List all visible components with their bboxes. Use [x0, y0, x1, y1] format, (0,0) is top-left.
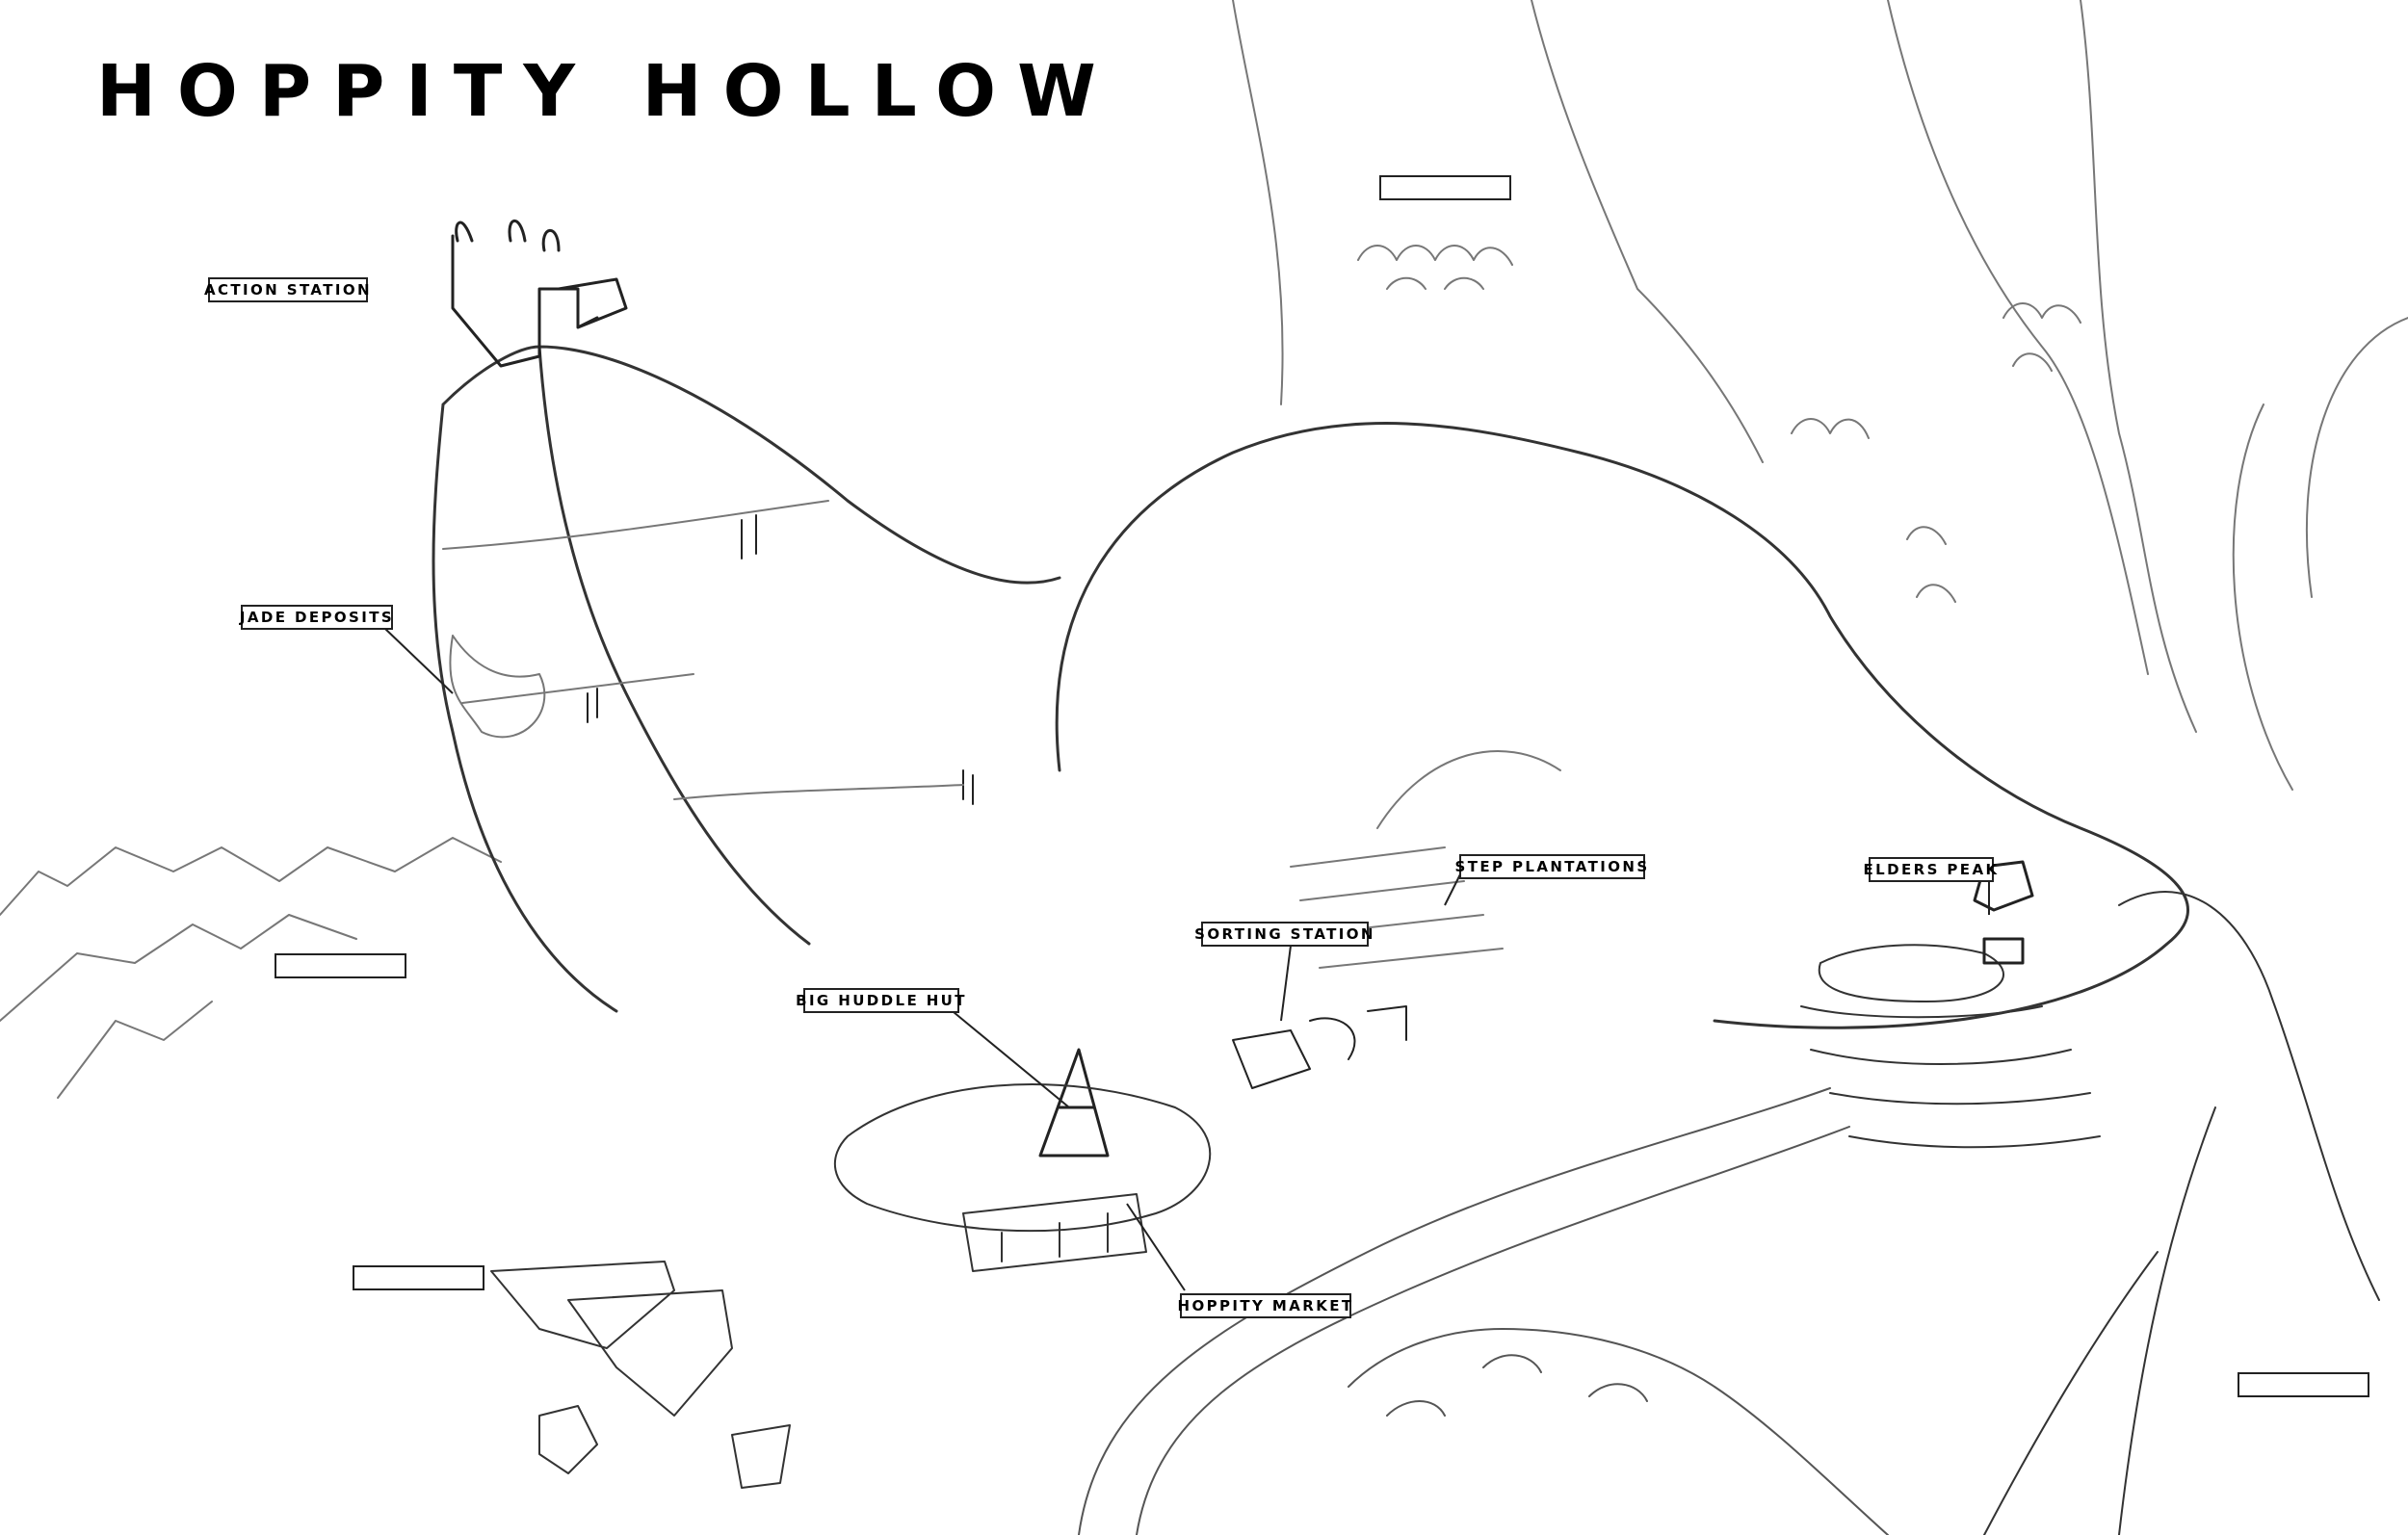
trail-figures — [587, 514, 974, 805]
label-sorting-station: SORTING STATION — [1194, 922, 1373, 947]
map-title: HOPPITY HOLLOW — [96, 50, 1117, 133]
label-elders-peak: ELDERS PEAK — [1864, 857, 1997, 882]
jade-deposit-rocks — [449, 635, 546, 739]
far-right-cliff — [2080, 0, 2408, 791]
right-cliff-trees — [1791, 302, 2081, 603]
big-huddle-hut — [1038, 1048, 1110, 1158]
village-platform — [834, 1083, 1212, 1233]
winding-road — [1078, 1087, 1850, 1535]
right-waterfall-cliff — [1983, 891, 2380, 1535]
hoppity-market-stalls — [962, 1193, 1147, 1272]
spire-trail — [442, 500, 964, 800]
step-plantation-terraces — [1290, 750, 1561, 969]
label-big-huddle-hut: BIG HUDDLE HUT — [796, 988, 964, 1013]
foreground-forest — [1348, 1328, 1889, 1535]
label-hoppity-market: HOPPITY MARKET — [1178, 1293, 1351, 1318]
sorting-station-machines — [1232, 1005, 1407, 1089]
central-cliff — [1232, 0, 2149, 675]
blank-label-left — [275, 953, 406, 978]
action-station-spire — [432, 345, 1061, 1013]
blank-label-top — [1379, 175, 1511, 200]
blank-label-bottom-right — [2238, 1372, 2369, 1397]
label-jade-deposits: JADE DEPOSITS — [240, 605, 393, 630]
floating-islands — [490, 1261, 791, 1489]
label-action-station: ACTION STATION — [204, 277, 370, 302]
upper-cliff-trees — [1357, 245, 1513, 290]
action-station-structure — [451, 219, 628, 368]
blank-label-bottom-left — [353, 1265, 484, 1290]
left-mountain-range — [0, 837, 502, 1099]
central-hill — [1055, 422, 2189, 1029]
elders-peak-terraces — [1800, 944, 2101, 1149]
label-step-plantations: STEP PLANTATIONS — [1454, 854, 1647, 879]
